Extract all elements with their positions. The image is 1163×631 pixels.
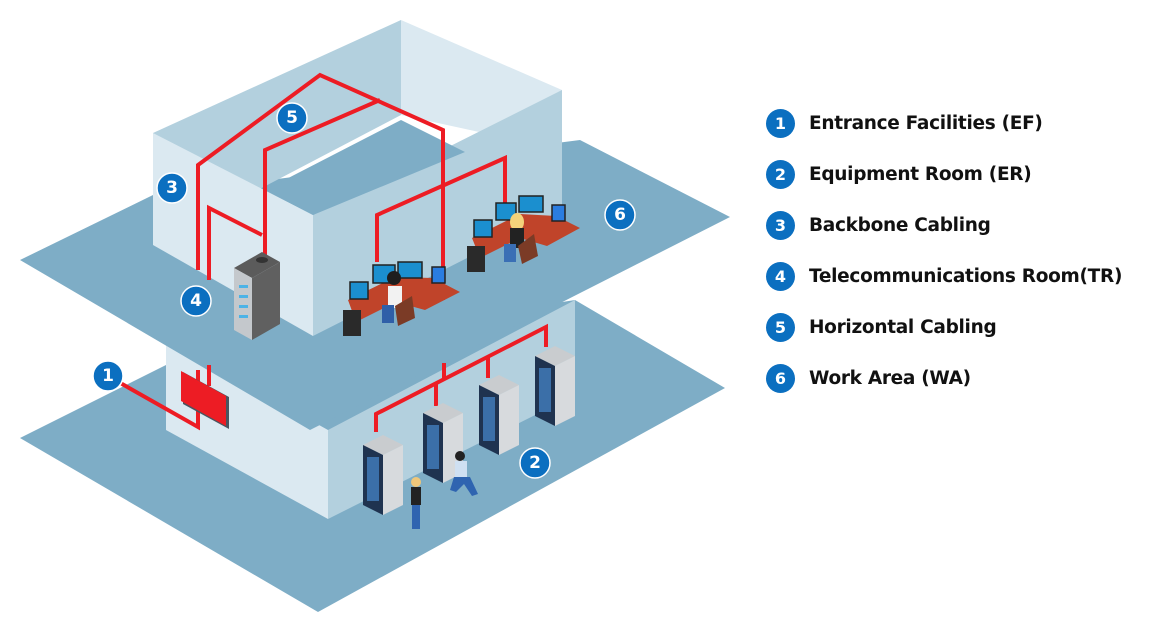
legend-badge: 2 — [766, 160, 795, 189]
marker-4[interactable]: 4 — [180, 285, 212, 317]
server-rack — [535, 346, 575, 426]
building-illustration: 1 2 3 4 5 6 — [20, 20, 730, 612]
server-racks — [363, 346, 575, 529]
marker-1[interactable]: 1 — [92, 360, 124, 392]
marker-5-number: 5 — [286, 108, 298, 128]
legend-item-entrance-facilities: 1 Entrance Facilities (EF) — [766, 98, 1156, 149]
legend: 1 Entrance Facilities (EF) 2 Equipment R… — [766, 98, 1156, 404]
legend-item-telecommunications-room: 4 Telecommunications Room(TR) — [766, 251, 1156, 302]
legend-item-horizontal-cabling: 5 Horizontal Cabling — [766, 302, 1156, 353]
entrance-panel — [181, 371, 229, 429]
legend-badge: 3 — [766, 211, 795, 240]
lower-room-left-wall — [166, 340, 328, 519]
telecom-rack — [234, 252, 280, 340]
workstation-2 — [467, 195, 580, 272]
legend-item-equipment-room: 2 Equipment Room (ER) — [766, 149, 1156, 200]
legend-label: Work Area (WA) — [809, 368, 971, 389]
cable-horizontal-wa — [375, 154, 507, 262]
marker-1-number: 1 — [102, 366, 114, 386]
legend-badge: 1 — [766, 109, 795, 138]
marker-5[interactable]: 5 — [276, 102, 308, 134]
legend-item-backbone-cabling: 3 Backbone Cabling — [766, 200, 1156, 251]
cable-tr-link — [207, 204, 263, 280]
marker-2[interactable]: 2 — [519, 447, 551, 479]
legend-badge: 4 — [766, 262, 795, 291]
technician-standing — [411, 477, 421, 529]
marker-6[interactable]: 6 — [604, 199, 636, 231]
marker-6-number: 6 — [614, 205, 626, 225]
cable-equipment-room — [374, 323, 548, 432]
upper-room-interior-shadow — [265, 120, 465, 215]
marker-4-number: 4 — [190, 291, 202, 311]
legend-label: Backbone Cabling — [809, 215, 991, 236]
legend-label: Equipment Room (ER) — [809, 164, 1032, 185]
server-rack — [423, 403, 463, 483]
legend-item-work-area: 6 Work Area (WA) — [766, 353, 1156, 404]
legend-badge: 5 — [766, 313, 795, 342]
legend-badge: 6 — [766, 364, 795, 393]
legend-label: Entrance Facilities (EF) — [809, 113, 1043, 134]
legend-label: Telecommunications Room(TR) — [809, 266, 1123, 287]
marker-2-number: 2 — [529, 453, 541, 473]
cable-backbone-2 — [263, 98, 381, 260]
marker-3[interactable]: 3 — [156, 172, 188, 204]
legend-label: Horizontal Cabling — [809, 317, 997, 338]
marker-3-number: 3 — [166, 178, 178, 198]
server-rack — [363, 435, 403, 515]
workstation-1 — [343, 261, 460, 336]
technician-kneeling — [450, 451, 478, 496]
server-rack — [479, 375, 519, 455]
